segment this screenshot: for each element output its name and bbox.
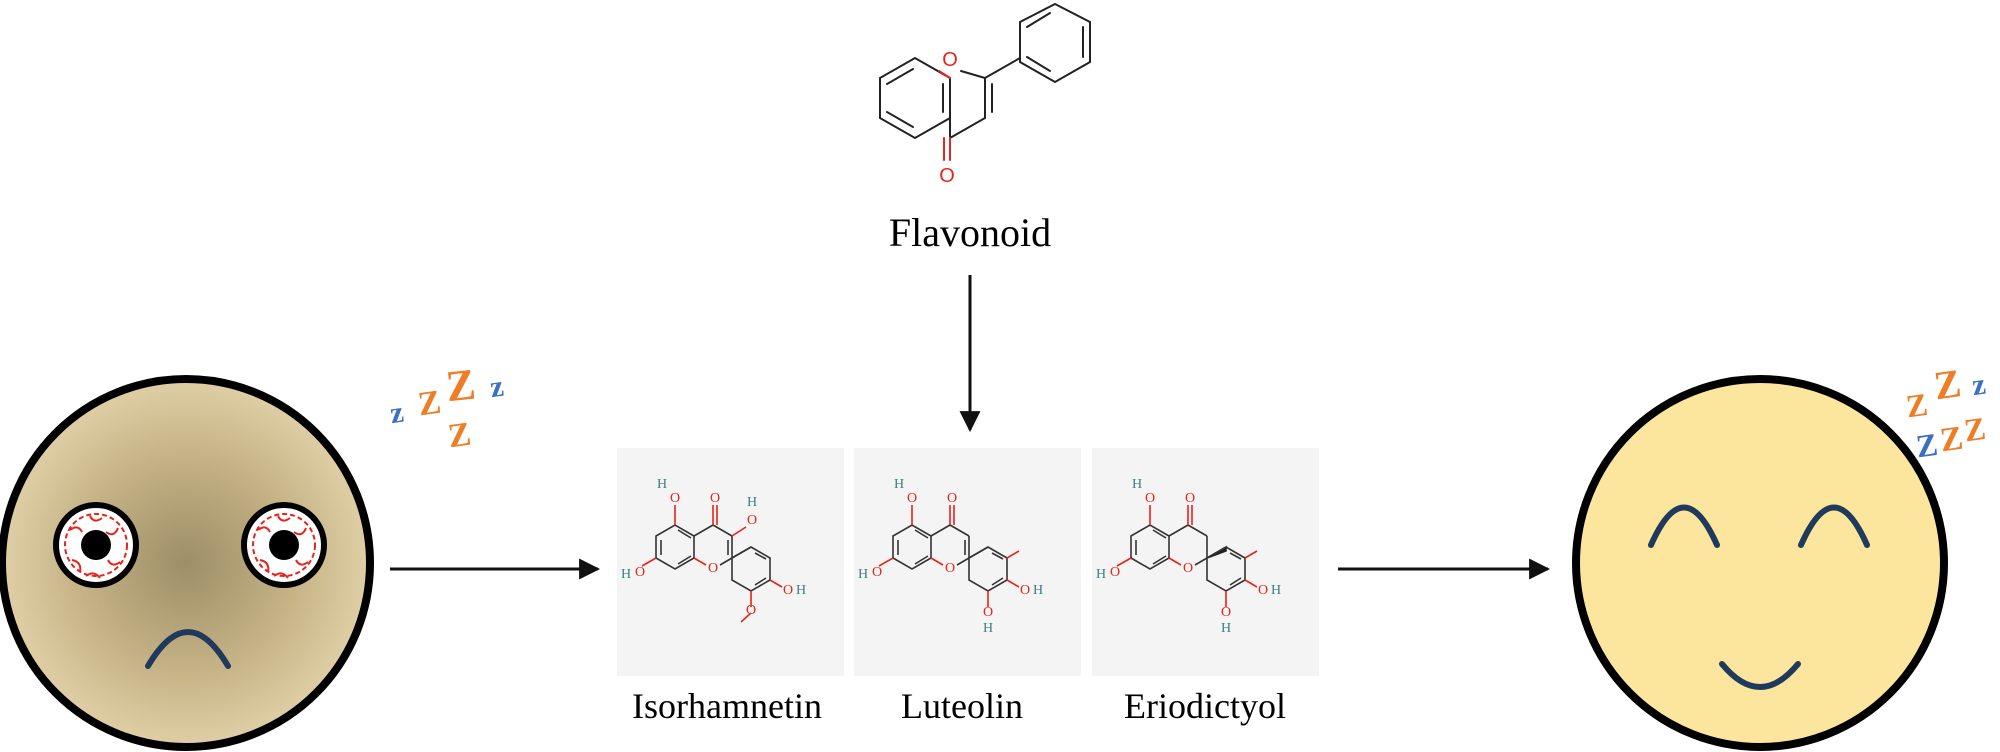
atom-label-h: H xyxy=(747,495,757,510)
atom-label-o: O xyxy=(1185,491,1195,506)
compound-label-luteolin: Luteolin xyxy=(901,686,1023,726)
atom-label-h: H xyxy=(1033,583,1043,598)
compound-label-eriodictyol: Eriodictyol xyxy=(1124,686,1286,726)
z-letter: Z xyxy=(1931,360,1964,408)
z-letter: Z xyxy=(1962,410,1988,449)
atom-label-o: O xyxy=(746,603,756,618)
atom-label-o: O xyxy=(1145,491,1155,506)
atom-label-h: H xyxy=(1221,621,1231,636)
atom-label-o: O xyxy=(947,491,957,506)
atom-label-h: H xyxy=(621,567,631,582)
z-letter: Z xyxy=(1914,426,1940,465)
eriodictyol-structure: H O O O H O O H O H xyxy=(1096,477,1281,636)
atom-label-o: O xyxy=(1258,583,1268,598)
z-letter: Z xyxy=(1904,386,1930,425)
frown-mouth xyxy=(145,629,231,669)
closed-eye-left xyxy=(1648,504,1720,548)
atom-label-o: O xyxy=(710,491,720,506)
compound-card xyxy=(1092,448,1319,676)
atom-label-o: O xyxy=(783,583,793,598)
atom-label-h: H xyxy=(657,477,667,492)
z-letter: Z xyxy=(1938,420,1966,460)
luteolin-structure: H O O O H O O H O H xyxy=(858,477,1043,636)
atom-label-h: H xyxy=(894,477,904,492)
bloodshot-eye-right-icon xyxy=(241,502,327,588)
z-letter: Z xyxy=(416,384,444,424)
bloodshot-eye-left-icon xyxy=(53,502,139,588)
z-letter: z xyxy=(488,370,506,405)
closed-eye-right xyxy=(1798,504,1870,548)
atom-label-h: H xyxy=(1271,583,1281,598)
z-letter: Z xyxy=(446,416,474,456)
atom-label-o: O xyxy=(945,561,955,576)
atom-label-o: O xyxy=(708,561,718,576)
atom-label-o: O xyxy=(1221,605,1231,620)
atom-label-h: H xyxy=(1132,477,1142,492)
compound-card xyxy=(854,448,1081,676)
compound-card xyxy=(617,448,844,676)
atom-label-o: O xyxy=(747,513,757,528)
atom-label-o: O xyxy=(872,565,882,580)
atom-label-h: H xyxy=(796,583,806,598)
atom-label-o: O xyxy=(1110,565,1120,580)
happy-face xyxy=(1572,375,1948,751)
atom-label-h: H xyxy=(1096,567,1106,582)
sleep-symbols-left: z Z Z z Z xyxy=(388,360,506,456)
sleep-symbols-right: Z Z z Z Z Z xyxy=(1904,360,1988,464)
atom-label-o: O xyxy=(942,49,958,71)
smile-mouth xyxy=(1719,661,1801,690)
atom-label-o: O xyxy=(1020,583,1030,598)
atom-label-o: O xyxy=(1183,561,1193,576)
flavonoid-label: Flavonoid xyxy=(889,210,1051,255)
atom-label-o: O xyxy=(939,165,955,187)
flavonoid-structure xyxy=(879,2,1091,161)
atom-label-o: O xyxy=(907,491,917,506)
atom-label-o: O xyxy=(635,565,645,580)
atom-label-h: H xyxy=(983,621,993,636)
atom-label-o: O xyxy=(983,605,993,620)
z-letter: z xyxy=(388,396,406,431)
z-letter: z xyxy=(1970,368,1988,403)
tired-face xyxy=(0,375,374,751)
isorhamnetin-structure: H O O O H O H O O H O xyxy=(621,477,806,623)
compound-label-isorhamnetin: Isorhamnetin xyxy=(632,686,822,726)
atom-label-o: O xyxy=(670,491,680,506)
atom-label-h: H xyxy=(858,567,868,582)
z-letter: Z xyxy=(444,360,478,412)
